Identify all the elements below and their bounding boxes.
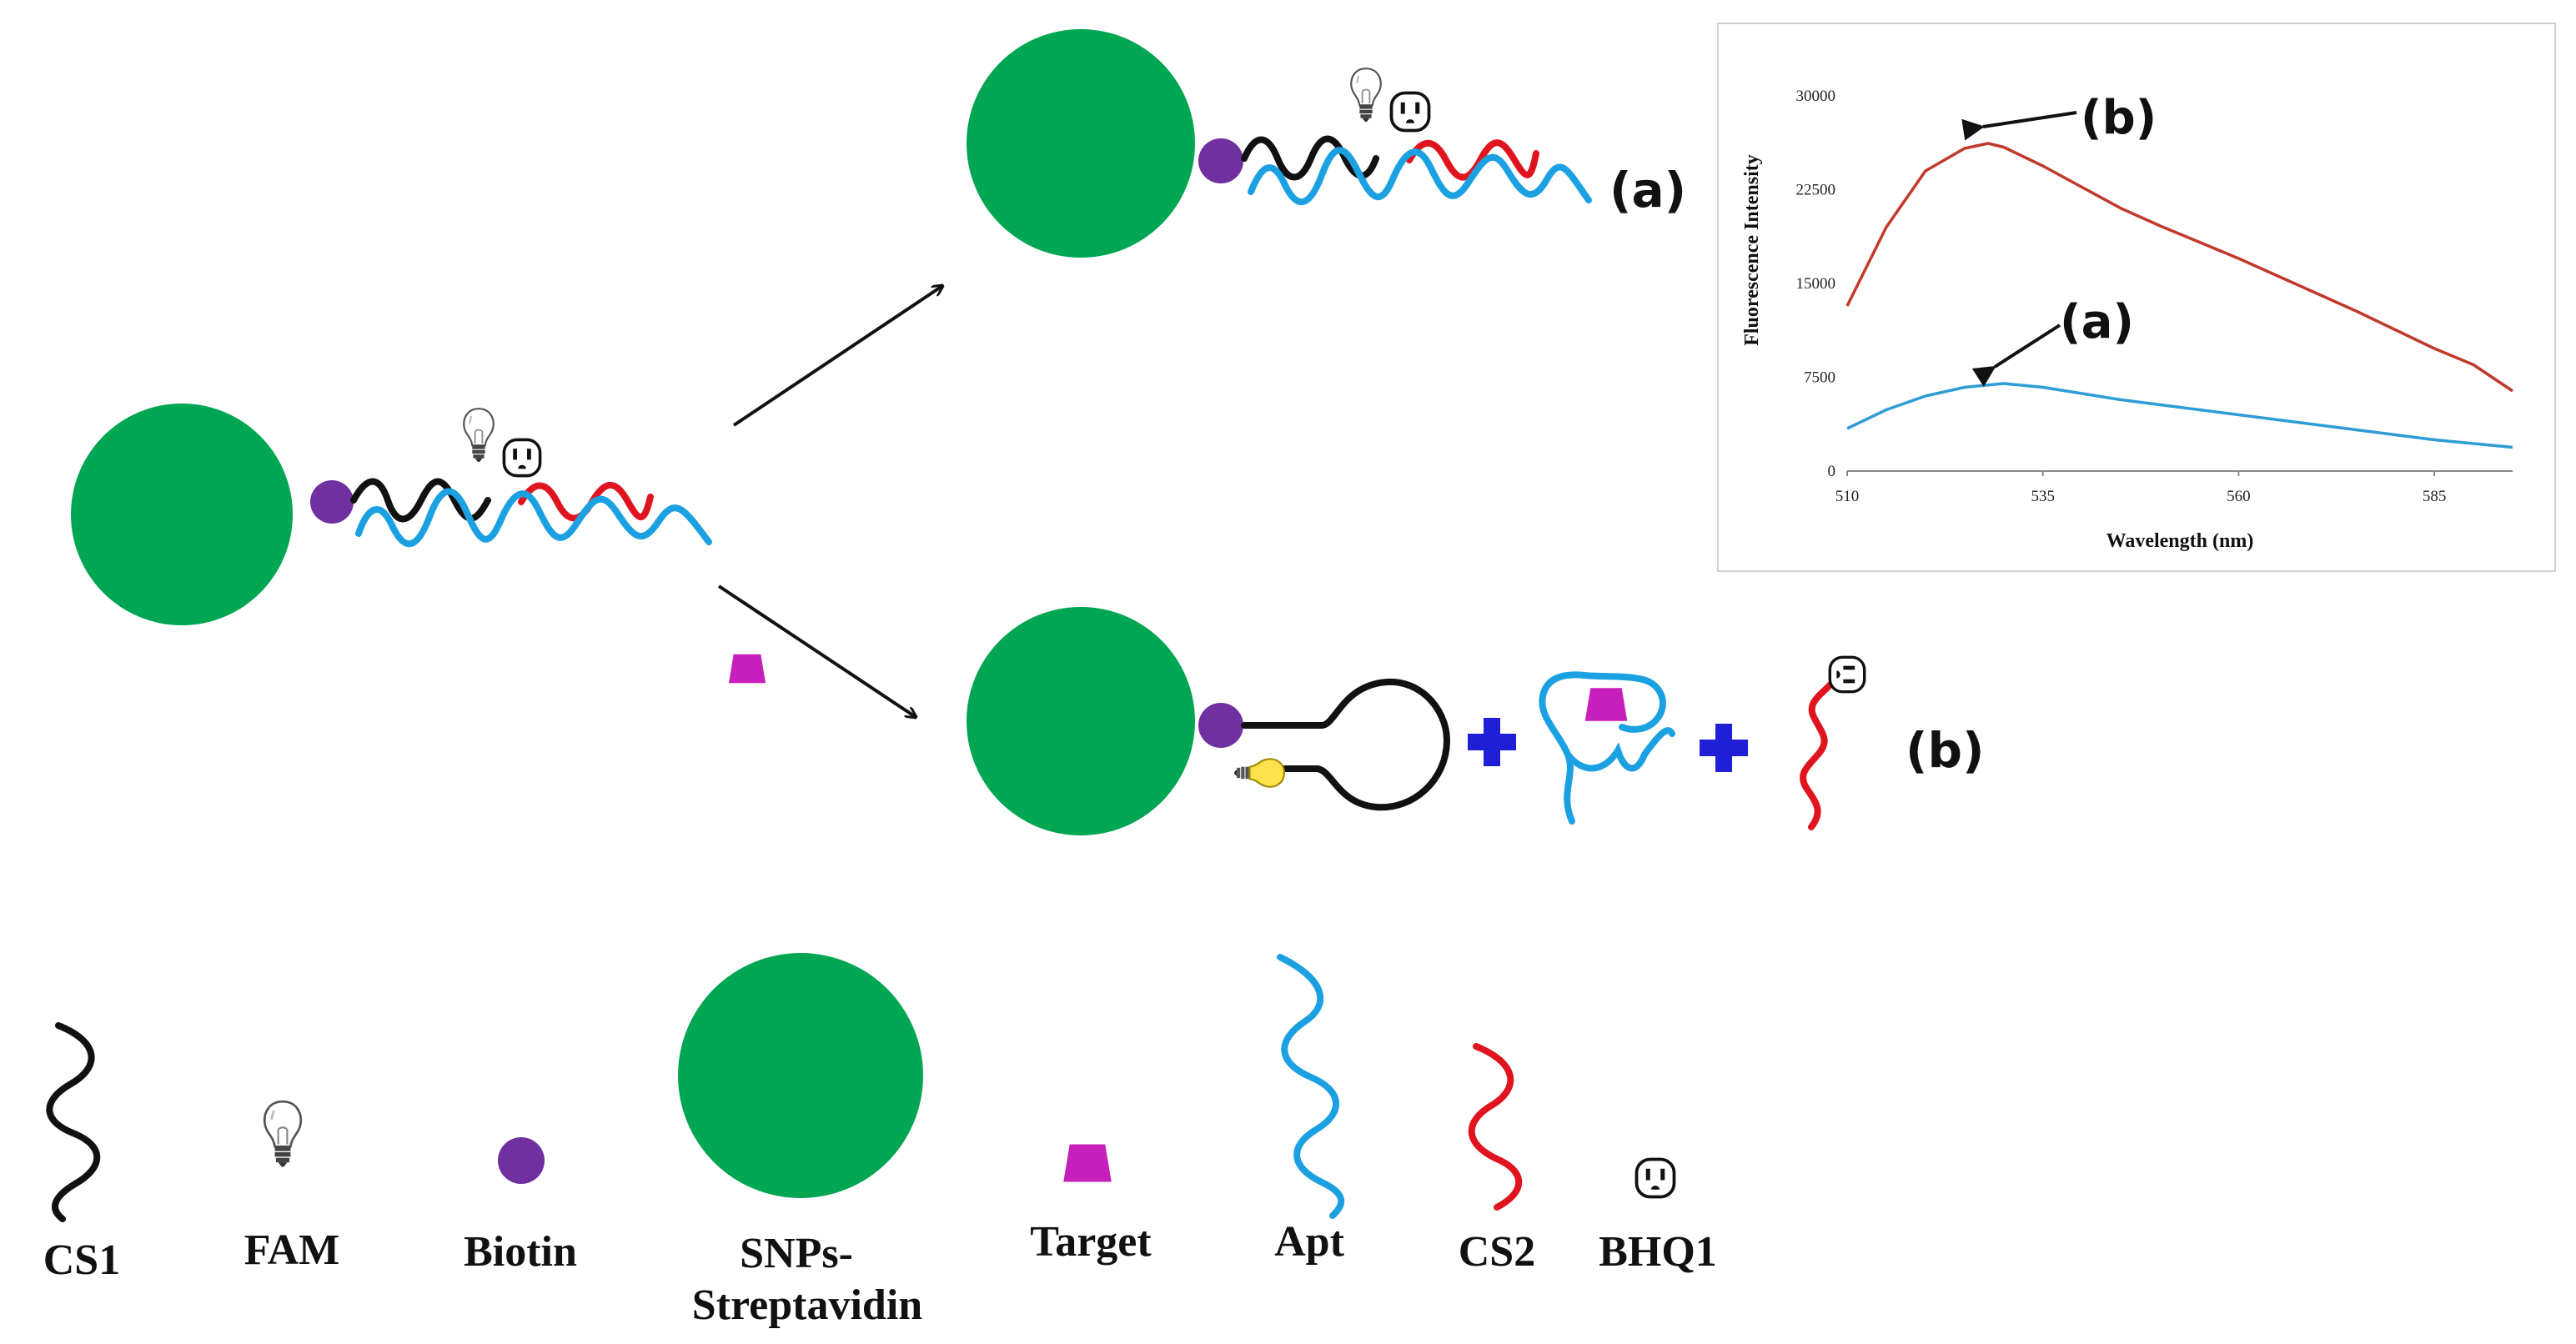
legend-cs1-label: CS1	[43, 1236, 120, 1284]
legend: CS1 FAM Biotin SNPs- Streptavidin Target…	[43, 953, 1717, 1329]
legend-cs2-strand	[1468, 1043, 1523, 1211]
legend-biotin-label: Biotin	[464, 1228, 577, 1276]
chart-series	[1845, 142, 2513, 449]
callout-label-b: (b)	[2081, 91, 2157, 145]
biotin-state-a	[1198, 138, 1243, 183]
biotin-state-b	[1198, 703, 1243, 748]
plus-icon-1	[1468, 718, 1516, 766]
legend-lightbulb-icon	[263, 1100, 303, 1167]
particle-initial	[71, 404, 293, 625]
bhq1-outlet-icon-initial	[502, 438, 542, 478]
legend-fam-label: FAM	[244, 1226, 340, 1274]
x-tick-label: 535	[2031, 488, 2055, 505]
state-a-label: (a)	[1609, 162, 1686, 218]
apt-strand-state-a	[1248, 147, 1592, 205]
legend-snps-label-2: Streptavidin	[692, 1281, 923, 1329]
legend-biotin-dot	[498, 1137, 545, 1184]
arrow-to-state-a	[732, 286, 942, 427]
series-line-a	[1846, 382, 2513, 449]
x-tick-label: 560	[2227, 488, 2251, 505]
cs2-strand-state-a	[1406, 139, 1539, 181]
legend-apt-strand	[1277, 954, 1345, 1219]
particle-state-a	[967, 29, 1195, 258]
cs1-hairpin-state-b	[1241, 679, 1451, 811]
chart-x-ticks: 510 535 560 585	[1835, 471, 2447, 505]
legend-cs1: CS1	[43, 1022, 120, 1284]
legend-snps: SNPs- Streptavidin	[678, 953, 923, 1329]
apt-strand-initial	[355, 488, 712, 547]
target-on-arrow	[728, 654, 766, 684]
legend-biotin: Biotin	[464, 1137, 577, 1276]
legend-outlet-icon	[1634, 1157, 1676, 1199]
legend-target: Target	[1030, 1144, 1152, 1266]
series-line-b	[1845, 142, 2513, 393]
legend-bhq1-label: BHQ1	[1599, 1228, 1717, 1276]
legend-particle	[678, 953, 923, 1198]
fam-lit-lightbulb-icon-state-b	[1234, 758, 1285, 788]
fam-lightbulb-icon-initial	[463, 408, 495, 462]
biotin-initial	[310, 480, 354, 524]
callout-arrow-a	[1971, 323, 2061, 387]
chart-x-axis-label: Wavelength (nm)	[2106, 530, 2254, 552]
cs2-released-strand	[1800, 676, 1838, 830]
fam-lightbulb-icon-state-a	[1350, 68, 1382, 122]
y-tick-label: 0	[1828, 463, 1836, 480]
state-b-label: (b)	[1906, 722, 1985, 779]
chart-y-axis-label: Fluorescence Intensity	[1741, 154, 1763, 346]
legend-cs2: CS2	[1459, 1043, 1535, 1276]
state-a-complex: (a)	[967, 29, 1686, 258]
legend-apt: Apt	[1274, 954, 1345, 1266]
target-bound-to-apt	[1584, 688, 1628, 721]
apt-target-complex-strand	[1539, 671, 1675, 825]
chart-frame	[1717, 23, 2556, 572]
particle-state-b	[967, 607, 1195, 835]
x-tick-label: 585	[2423, 488, 2447, 505]
fluorescence-chart: 0 7500 15000 22500 30000 510 535 560 585 Fluore…	[1717, 23, 2556, 572]
plus-icon-2	[1700, 724, 1748, 772]
legend-cs2-label: CS2	[1459, 1228, 1535, 1276]
bhq1-outlet-icon-state-a	[1389, 91, 1431, 133]
initial-complex	[71, 404, 712, 625]
bhq1-outlet-icon-released	[1828, 655, 1866, 694]
x-tick-label: 510	[1835, 488, 1860, 505]
chart-y-ticks: 0 7500 15000 22500 30000	[1796, 88, 1836, 480]
callout-label-a: (a)	[2060, 295, 2134, 349]
y-tick-label: 30000	[1796, 88, 1836, 105]
legend-apt-label: Apt	[1274, 1218, 1344, 1266]
legend-cs1-strand	[46, 1022, 101, 1222]
state-b-complex: (b)	[967, 607, 1985, 835]
legend-bhq1: BHQ1	[1599, 1157, 1717, 1276]
y-tick-label: 7500	[1804, 369, 1835, 387]
legend-snps-label-1: SNPs-	[740, 1230, 853, 1277]
arrow-to-state-b	[717, 584, 916, 717]
y-tick-label: 22500	[1796, 182, 1836, 199]
legend-target-shape	[1063, 1144, 1112, 1182]
y-tick-label: 15000	[1796, 275, 1836, 293]
callout-arrow-b	[1961, 111, 2077, 141]
legend-fam: FAM	[244, 1100, 340, 1274]
legend-target-label: Target	[1030, 1218, 1152, 1266]
